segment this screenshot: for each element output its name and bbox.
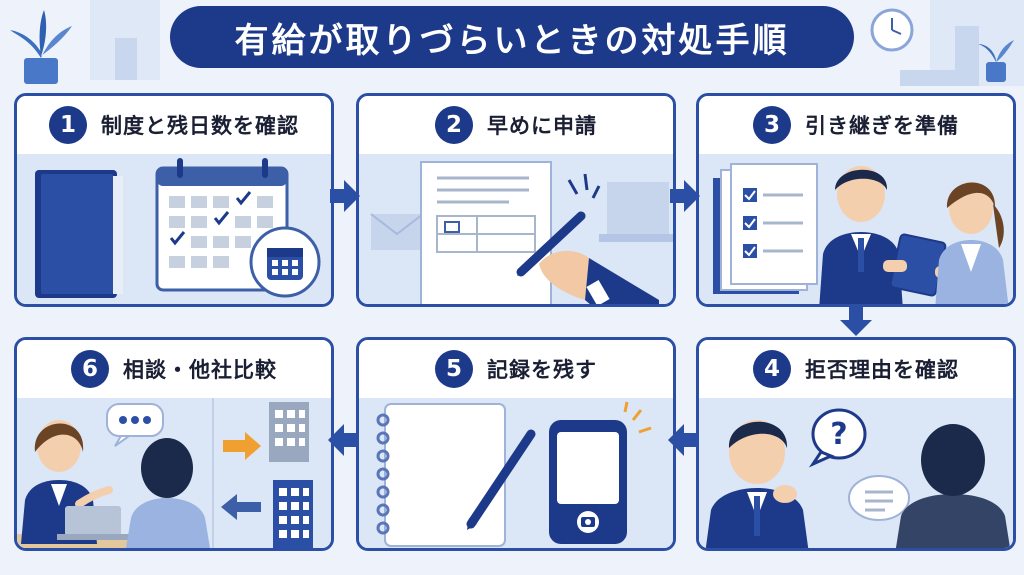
consultation-illustration (17, 398, 313, 548)
speech-bubble-icon (848, 475, 910, 521)
arrow-1-to-2 (330, 180, 360, 212)
plant-icon (978, 40, 1014, 82)
step-3-panel: 3 引き継ぎを準備 (696, 93, 1016, 307)
step-label: 早めに申請 (487, 114, 597, 138)
step-number: 3 (753, 106, 791, 144)
calendar-illustration (35, 158, 321, 298)
person-boss-icon (895, 424, 1011, 548)
step-label: 引き継ぎを準備 (805, 114, 959, 138)
step-2-panel: 2 早めに申請 (356, 93, 676, 307)
notebook-icon (376, 403, 506, 547)
application-illustration (370, 161, 673, 304)
pen-icon (516, 211, 586, 277)
step-number: 5 (435, 350, 473, 388)
checklist-icon (713, 163, 818, 294)
calendar-badge-icon (249, 226, 321, 298)
person-consultant-icon (21, 420, 113, 544)
document-icon (420, 161, 552, 304)
question-icon: ? (808, 408, 867, 468)
record-illustration (376, 401, 652, 547)
step-6-panel: 6 相談・他社比較 (14, 337, 334, 551)
step-1-panel: 1 制度と残日数を確認 (14, 93, 334, 307)
step-label: 制度と残日数を確認 (101, 114, 299, 138)
chat-icon (106, 403, 164, 447)
step-number: 1 (49, 106, 87, 144)
step-label: 相談・他社比較 (123, 358, 277, 382)
page-title: 有給が取りづらいときの対処手順 (170, 6, 854, 68)
person-woman-icon (935, 182, 1009, 304)
refusal-reason-illustration: ? (705, 408, 1011, 548)
person-thinking-icon (705, 420, 809, 548)
arrow-2-to-3 (670, 180, 700, 212)
book-icon (35, 170, 123, 298)
pen-icon (466, 429, 536, 530)
step-label: 拒否理由を確認 (805, 358, 959, 382)
person-client-icon (126, 438, 210, 548)
arrow-3-to-4 (840, 304, 872, 336)
arrow-4-to-5 (668, 424, 698, 456)
building-icon (273, 480, 313, 548)
person-man-icon (819, 166, 903, 304)
clock-icon (870, 8, 914, 52)
arrow-5-to-6 (328, 424, 358, 456)
step-label: 記録を残す (487, 358, 597, 382)
step-4-panel: 4 拒否理由を確認 ? (696, 337, 1016, 551)
arrow-right-icon (223, 432, 261, 460)
step-5-panel: 5 記録を残す (356, 337, 676, 551)
envelope-icon (370, 213, 424, 250)
laptop-icon (57, 506, 129, 540)
step-number: 6 (71, 350, 109, 388)
step-number: 4 (753, 350, 791, 388)
step-number: 2 (435, 106, 473, 144)
handover-illustration (713, 163, 1009, 304)
building-icon (269, 402, 309, 462)
svg-text:?: ? (830, 417, 847, 452)
arrow-left-icon (221, 494, 261, 520)
plant-icon (10, 10, 72, 84)
smartphone-icon (549, 420, 627, 544)
